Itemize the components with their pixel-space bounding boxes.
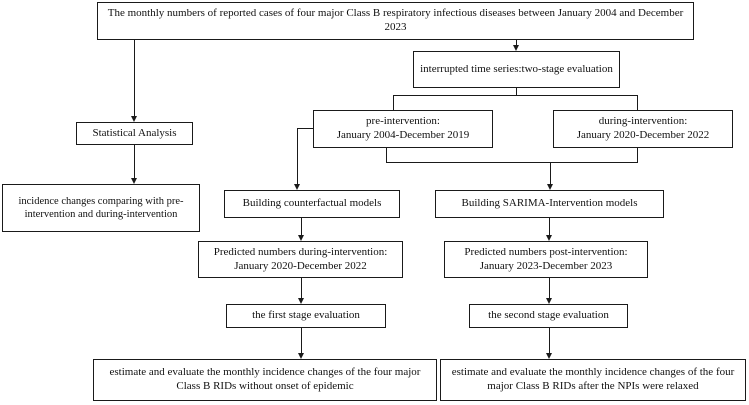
connector-pre-to-counterfactual: [297, 128, 298, 184]
connector-counterfactual-to-predicted: [301, 218, 302, 235]
node-its-evaluation: interrupted time series:two-stage evalua…: [413, 51, 620, 88]
connector-predicted-to-second-stage: [549, 278, 550, 298]
node-sarima-models: Building SARIMA-Intervention models: [435, 190, 664, 218]
arrowhead-statistical-analysis: [131, 116, 137, 122]
node-pre-intervention: pre-intervention: January 2004-December …: [313, 110, 493, 148]
node-statistical-analysis: Statistical Analysis: [76, 122, 193, 145]
connector-source-to-its: [516, 40, 517, 45]
connector-merge-bus: [386, 162, 638, 163]
node-first-stage-evaluation: the first stage evaluation: [226, 304, 386, 328]
node-outcome-second-stage: estimate and evaluate the monthly incide…: [440, 359, 746, 401]
connector-bus-to-sarima: [550, 162, 551, 184]
connector-predicted-to-first-stage: [301, 278, 302, 298]
arrowhead-outcome-second: [546, 353, 552, 359]
arrowhead-predicted-during: [298, 235, 304, 241]
connector-first-stage-to-outcome: [301, 328, 302, 353]
connector-bus-to-during: [637, 95, 638, 110]
arrowhead-counterfactual-models: [294, 184, 300, 190]
arrowhead-sarima-models: [547, 184, 553, 190]
node-predicted-during-intervention: Predicted numbers during-intervention: J…: [198, 241, 403, 278]
node-outcome-first-stage: estimate and evaluate the monthly incide…: [93, 359, 437, 401]
node-data-source: The monthly numbers of reported cases of…: [97, 2, 694, 40]
connector-its-bus: [393, 95, 638, 96]
connector-source-to-statistical: [134, 40, 135, 116]
node-during-intervention: during-intervention: January 2020-Decemb…: [553, 110, 733, 148]
connector-during-bottom-drop: [637, 148, 638, 162]
arrowhead-second-stage: [546, 298, 552, 304]
arrowhead-predicted-post: [546, 235, 552, 241]
node-incidence-changes: incidence changes comparing with pre-int…: [2, 184, 200, 232]
node-predicted-post-intervention: Predicted numbers post-intervention: Jan…: [444, 241, 648, 278]
node-counterfactual-models: Building counterfactual models: [224, 190, 400, 218]
connector-sarima-to-predicted: [549, 218, 550, 235]
connector-bus-to-pre: [393, 95, 394, 110]
connector-statistical-to-incidence: [134, 145, 135, 178]
arrowhead-first-stage: [298, 298, 304, 304]
arrowhead-its: [513, 45, 519, 51]
connector-pre-left-exit: [297, 128, 313, 129]
arrowhead-outcome-first: [298, 353, 304, 359]
node-second-stage-evaluation: the second stage evaluation: [469, 304, 628, 328]
connector-its-down: [516, 88, 517, 95]
connector-second-stage-to-outcome: [549, 328, 550, 353]
connector-pre-bottom-drop: [386, 148, 387, 162]
arrowhead-incidence-changes: [131, 178, 137, 184]
